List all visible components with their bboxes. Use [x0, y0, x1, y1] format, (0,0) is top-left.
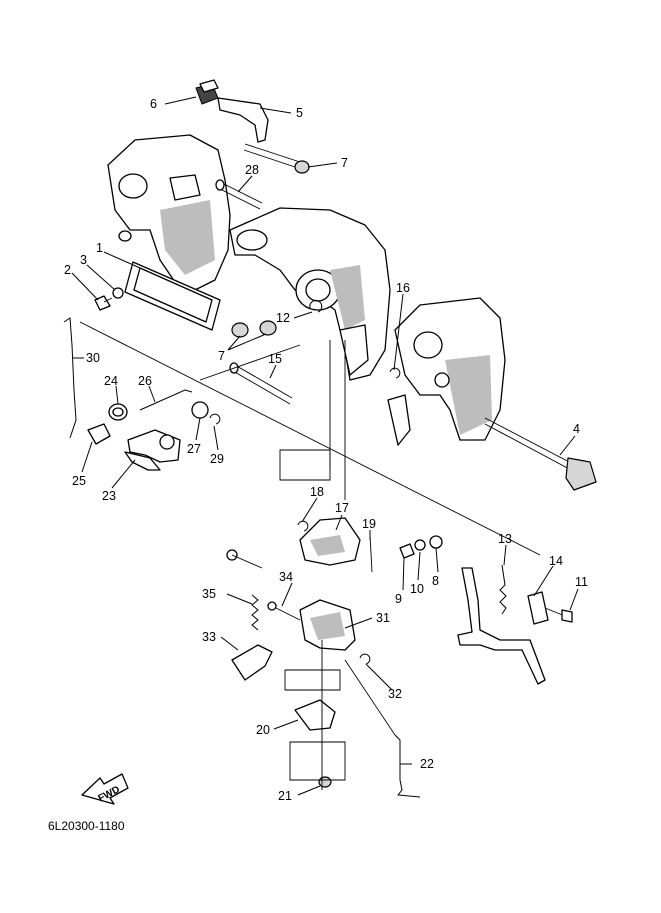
- callout-11: 11: [575, 575, 588, 589]
- callout-1: 1: [96, 241, 103, 255]
- circlip-12: [309, 299, 323, 313]
- rod-22: [394, 734, 421, 798]
- callout-33: 33: [202, 630, 216, 644]
- callout-20: 20: [256, 723, 270, 737]
- lever-5: [217, 97, 301, 169]
- washer-10: [414, 539, 426, 551]
- callout-34: 34: [279, 570, 293, 584]
- callout-26: 26: [138, 374, 152, 388]
- bolt-2: [94, 295, 113, 311]
- callout-5: 5: [296, 106, 303, 120]
- callout-27: 27: [187, 442, 201, 456]
- thru-tube-rod-4: [484, 417, 597, 491]
- grip-25: [87, 423, 111, 445]
- bracket-31: [299, 599, 356, 651]
- callout-19: 19: [362, 517, 376, 531]
- callout-8: 8: [432, 574, 439, 588]
- callout-numbers: 6 5 7 28 1 3 2 16 12 7 15 30 24 26 4 27 …: [64, 97, 588, 803]
- callout-9: 9: [395, 592, 402, 606]
- collar-21: [318, 776, 332, 788]
- spring-26: [139, 389, 193, 411]
- callout-6: 6: [150, 97, 157, 111]
- swivel-bracket: [229, 207, 391, 381]
- washer-3: [112, 287, 124, 299]
- clip-8: [429, 535, 443, 549]
- rod-30: [63, 317, 77, 439]
- callout-7-top: 7: [341, 156, 348, 170]
- alignment-lines: [79, 321, 541, 556]
- lower-guides: [284, 640, 396, 790]
- callout-3: 3: [80, 253, 87, 267]
- callout-30: 30: [86, 351, 100, 365]
- right-clamp-bracket: [387, 297, 506, 446]
- link-20: [294, 699, 336, 731]
- callout-32: 32: [388, 687, 402, 701]
- pin-15: [229, 362, 293, 405]
- callout-13: 13: [498, 532, 512, 546]
- leader-lines: [71, 96, 579, 796]
- spring-13: [499, 564, 507, 615]
- clip-29: [209, 413, 221, 425]
- callout-12: 12: [276, 311, 290, 325]
- bolt-28: [215, 179, 263, 210]
- reference-number: 6L20300-1180: [48, 819, 125, 833]
- callout-7-lower: 7: [218, 349, 225, 363]
- cam-27: [191, 401, 209, 419]
- clip-16: [389, 367, 401, 379]
- callout-18: 18: [310, 485, 324, 499]
- callout-16: 16: [396, 281, 410, 295]
- bolt-11: [544, 607, 573, 623]
- spring-24: [108, 403, 128, 421]
- tilt-lever-14: [457, 567, 549, 685]
- callout-14: 14: [549, 554, 563, 568]
- fwd-arrow-icon: FWD: [81, 773, 129, 805]
- callout-23: 23: [102, 489, 116, 503]
- bolt-9: [399, 543, 415, 559]
- lock-lever-23: [124, 429, 181, 471]
- cap-6: [195, 79, 219, 105]
- callout-10: 10: [410, 582, 424, 596]
- fork-33: [231, 644, 273, 681]
- callout-22: 22: [420, 757, 434, 771]
- callout-2: 2: [64, 263, 71, 277]
- callout-4: 4: [573, 422, 580, 436]
- callout-29: 29: [210, 452, 224, 466]
- clip-32: [359, 653, 371, 665]
- callout-35: 35: [202, 587, 216, 601]
- clip-18: [297, 520, 309, 532]
- callout-15: 15: [268, 352, 282, 366]
- bushing-7-top: [294, 160, 310, 174]
- bolt-35-spring: [226, 549, 263, 631]
- pin-34: [267, 601, 301, 621]
- callout-24: 24: [104, 374, 118, 388]
- callout-21: 21: [278, 789, 292, 803]
- callout-17: 17: [335, 501, 349, 515]
- plate-1: [124, 261, 221, 331]
- callout-25: 25: [72, 474, 86, 488]
- tilt-lock-17: [299, 517, 361, 566]
- callout-31: 31: [376, 611, 390, 625]
- left-clamp-bracket: [107, 134, 231, 291]
- bushings-7-lower: [231, 320, 277, 338]
- callout-28: 28: [245, 163, 259, 177]
- spring-19: [369, 534, 373, 573]
